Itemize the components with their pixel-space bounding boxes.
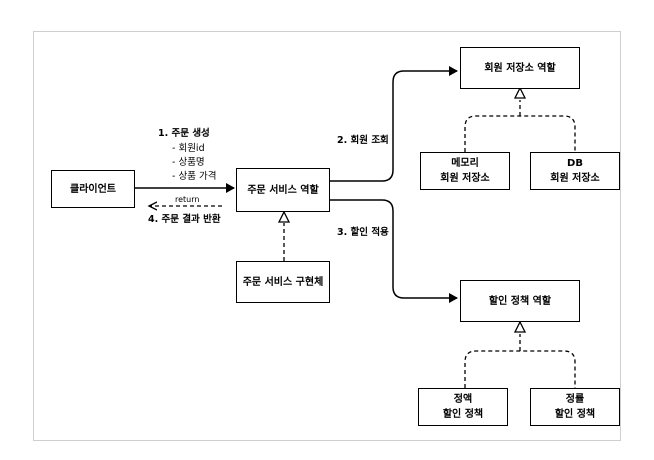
apply-discount-label: 3. 할인 적용	[337, 227, 389, 238]
param-member-id: - 회원id	[172, 143, 205, 154]
discount-policy-triangle	[513, 320, 527, 333]
member-repo-realization	[464, 100, 576, 152]
db-repo-box[interactable]: DB 회원 저장소	[530, 152, 620, 190]
memory-repo-line2: 회원 저장소	[440, 173, 490, 184]
memory-repo-box[interactable]: 메모리 회원 저장소	[420, 152, 510, 190]
member-repo-role-box[interactable]: 회원 저장소 역할	[460, 47, 580, 89]
discount-policy-role-label: 할인 정책 역할	[488, 295, 552, 307]
fixed-discount-line2: 할인 정책	[442, 409, 484, 420]
discount-policy-role-box[interactable]: 할인 정책 역할	[460, 280, 580, 322]
create-order-label: 1. 주문 생성	[158, 128, 210, 139]
order-service-role-label: 주문 서비스 역할	[247, 184, 319, 196]
param-product-name: - 상품명	[172, 157, 205, 168]
member-repo-role-label: 회원 저장소 역할	[484, 62, 556, 74]
param-product-price: - 상품 가격	[172, 171, 217, 182]
order-service-impl-label: 주문 서비스 구현체	[242, 276, 324, 288]
member-lookup-label: 2. 회원 조회	[337, 135, 389, 146]
fixed-discount-line1: 정액	[453, 394, 473, 405]
member-lookup-arrow	[330, 66, 458, 182]
client-label: 클라이언트	[70, 183, 116, 195]
order-service-role-box[interactable]: 주문 서비스 역할	[236, 168, 330, 212]
order-service-impl-box[interactable]: 주문 서비스 구현체	[236, 261, 330, 303]
db-repo-line2: 회원 저장소	[550, 173, 600, 184]
rate-discount-line2: 할인 정책	[554, 409, 596, 420]
apply-discount-arrow	[330, 199, 458, 303]
fixed-discount-box[interactable]: 정액 할인 정책	[418, 388, 508, 426]
memory-repo-line1: 메모리	[451, 158, 479, 169]
return-result-label: 4. 주문 결과 반환	[148, 214, 221, 225]
rate-discount-box[interactable]: 정률 할인 정책	[530, 388, 620, 426]
return-label: return	[175, 195, 200, 204]
discount-policy-realization	[464, 334, 576, 388]
diagram-frame	[33, 31, 621, 441]
member-repo-triangle	[513, 86, 527, 99]
order-role-triangle	[277, 210, 291, 223]
client-box[interactable]: 클라이언트	[51, 170, 135, 208]
rate-discount-line1: 정률	[565, 394, 585, 405]
db-repo-line1: DB	[567, 158, 583, 169]
